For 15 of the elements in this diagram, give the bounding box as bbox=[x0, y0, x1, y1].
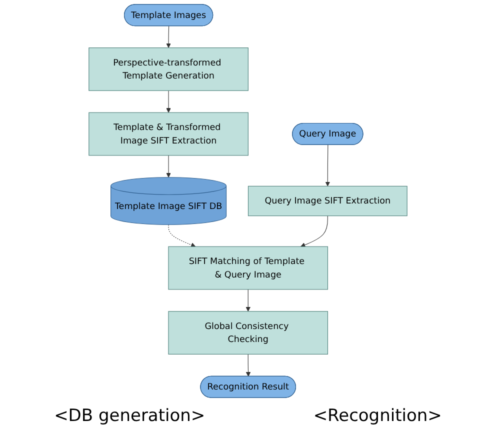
arrow bbox=[300, 216, 328, 248]
column-caption: <Recognition> bbox=[313, 406, 442, 426]
node-box: Template & Transformed Image SIFT Extraction bbox=[88, 112, 248, 156]
arrow bbox=[168, 224, 196, 248]
arrow bbox=[246, 354, 251, 377]
arrow bbox=[166, 155, 171, 178]
node-box: SIFT Matching of Template & Query Image bbox=[168, 246, 328, 290]
arrow bbox=[325, 144, 330, 186]
arrow bbox=[166, 26, 171, 48]
arrow bbox=[166, 90, 171, 113]
arrow bbox=[246, 289, 251, 312]
node-box: Global Consistency Checking bbox=[168, 311, 328, 354]
node-box: Query Image SIFT Extraction bbox=[248, 186, 408, 216]
node-box: Perspective-transformed Template Generation bbox=[88, 48, 248, 91]
column-caption: <DB generation> bbox=[54, 406, 206, 426]
